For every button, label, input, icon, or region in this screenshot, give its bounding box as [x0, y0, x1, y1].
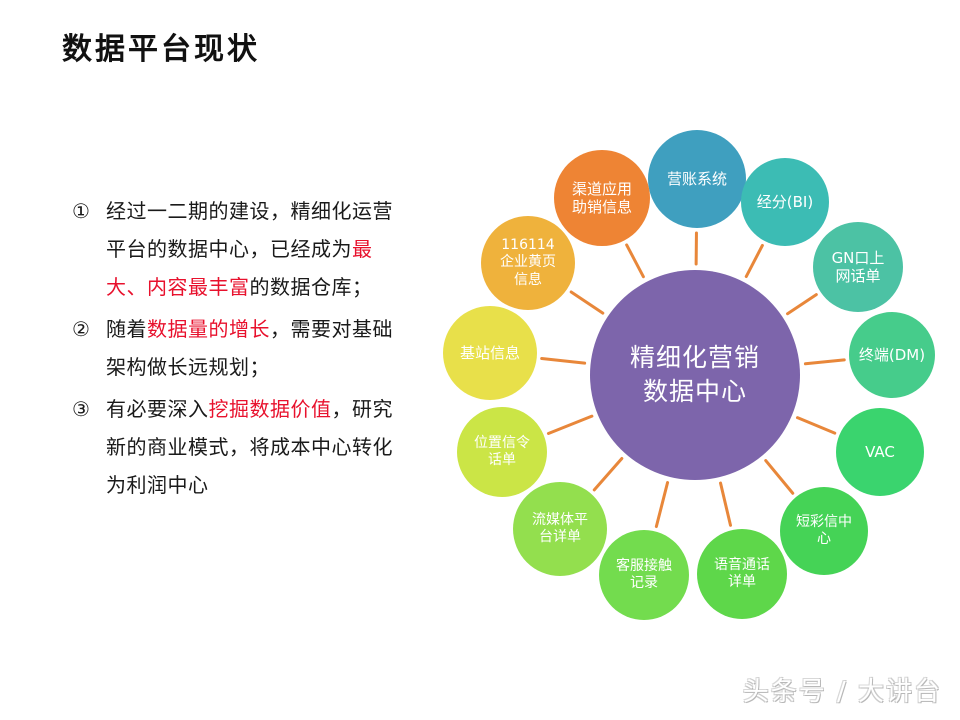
diagram-node[interactable]: 终端(DM)	[849, 312, 935, 398]
bullet-item: ③ 有必要深入挖掘数据价值，研究新的商业模式，将成本中心转化为利润中心	[72, 390, 402, 504]
spoke-line	[803, 358, 846, 366]
diagram-node-label: 客服接触 记录	[616, 557, 672, 591]
diagram-node-label: VAC	[865, 442, 895, 461]
bullet-text: 随着数据量的增长，需要对基础架构做长远规划；	[106, 310, 402, 386]
diagram-node-label: 短彩信中 心	[796, 513, 852, 547]
spoke-line	[592, 456, 624, 492]
diagram-node-label: 渠道应用 助销信息	[571, 179, 632, 216]
center-node: 精细化营销 数据中心	[590, 270, 800, 480]
bullet-highlight: 挖掘数据价值	[208, 397, 332, 421]
bullet-marker: ②	[72, 317, 90, 341]
bullet-list: ① 经过一二期的建设，精细化运营平台的数据中心，已经成为最大、内容最丰富的数据仓库…	[72, 192, 402, 508]
bullet-segment: 随着	[106, 317, 147, 341]
bullet-segment: 有必要深入	[106, 397, 209, 421]
spoke-line	[719, 481, 733, 527]
bullet-marker: ①	[72, 199, 90, 223]
bullet-text: 经过一二期的建设，精细化运营平台的数据中心，已经成为最大、内容最丰富的数据仓库；	[106, 192, 402, 306]
diagram-node[interactable]: 客服接触 记录	[599, 530, 689, 620]
diagram-node[interactable]: 基站信息	[443, 306, 537, 400]
center-node-label: 精细化营销 数据中心	[629, 343, 760, 406]
diagram-node-label: 语音通话 详单	[714, 556, 770, 590]
spoke-line	[786, 293, 818, 316]
diagram-node[interactable]: GN口上 网话单	[813, 222, 903, 312]
diagram-node[interactable]: 位置信令 话单	[457, 407, 547, 497]
bullet-segment: ，需要对基础架构做长远规划；	[106, 317, 393, 379]
spoke-line	[795, 416, 837, 435]
spoke-line	[764, 459, 795, 495]
bullet-item: ① 经过一二期的建设，精细化运营平台的数据中心，已经成为最大、内容最丰富的数据仓库…	[72, 192, 402, 306]
spoke-line	[540, 357, 587, 365]
diagram-node-label: GN口上 网话单	[831, 248, 885, 285]
diagram-node[interactable]: 流媒体平 台详单	[513, 482, 607, 576]
diagram-node[interactable]: VAC	[836, 408, 924, 496]
bullet-marker: ③	[72, 397, 90, 421]
bullet-highlight: 最大、内容最丰富	[106, 237, 373, 299]
spoke-line	[625, 243, 645, 279]
diagram-node[interactable]: 经分(BI)	[741, 158, 829, 246]
page-title: 数据平台现状	[62, 32, 260, 67]
diagram-node-label: 终端(DM)	[858, 345, 926, 364]
radial-diagram: 精细化营销 数据中心 营账系统经分(BI) GN口上 网话单终端(DM) VAC 短彩…	[430, 125, 960, 645]
diagram-node-label: 基站信息	[459, 343, 520, 362]
spoke-line	[546, 414, 594, 435]
diagram-node[interactable]: 语音通话 详单	[697, 529, 787, 619]
diagram-node[interactable]: 短彩信中 心	[780, 487, 868, 575]
bullet-highlight: 数据量的增长	[147, 317, 270, 341]
watermark: 头条号 / 大讲台	[742, 677, 942, 707]
diagram-node-label: 营账系统	[666, 169, 727, 188]
bullet-segment: 经过一二期的建设，精细化运营平台的数据中心，已经成为	[106, 199, 393, 261]
diagram-node[interactable]: 渠道应用 助销信息	[554, 150, 650, 246]
spoke-lines	[540, 231, 846, 529]
bullet-text: 有必要深入挖掘数据价值，研究新的商业模式，将成本中心转化为利润中心	[106, 390, 402, 504]
bullet-segment: ，研究新的商业模式，将成本中心转化为利润中心	[106, 397, 393, 497]
spoke-line	[654, 481, 670, 529]
diagram-node-label: 116114 企业黄页 信息	[500, 237, 556, 288]
diagram-node[interactable]: 116114 企业黄页 信息	[481, 216, 575, 310]
bullet-segment: 的数据仓库；	[249, 275, 373, 299]
diagram-node[interactable]: 营账系统	[648, 130, 746, 228]
diagram-node-label: 流媒体平 台详单	[532, 511, 588, 545]
bullet-item: ② 随着数据量的增长，需要对基础架构做长远规划；	[72, 310, 402, 386]
spoke-line	[744, 243, 764, 279]
diagram-node-label: 经分(BI)	[756, 192, 814, 211]
diagram-node-label: 位置信令 话单	[474, 434, 530, 468]
spoke-line	[569, 290, 605, 315]
